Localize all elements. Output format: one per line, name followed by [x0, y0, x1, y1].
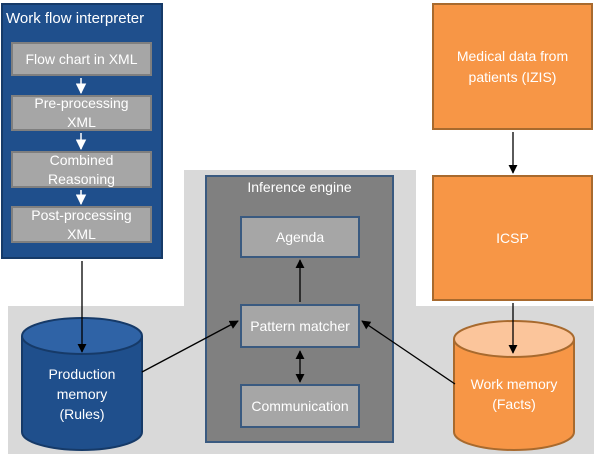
work-memory-label: Work memory (Facts)	[470, 376, 558, 412]
step-post-processing-xml: Post-processing XML	[11, 206, 152, 243]
production-memory-label: Production memory (Rules)	[48, 366, 116, 422]
step-combined-reasoning: Combined Reasoning	[11, 151, 152, 188]
step-flow-chart-xml: Flow chart in XML	[11, 42, 152, 76]
communication-box: Communication	[240, 384, 360, 428]
inference-engine-title: Inference engine	[247, 179, 352, 195]
step-pre-processing-xml: Pre-processing XML	[11, 95, 152, 131]
icsp-box: ICSP	[432, 175, 593, 301]
workflow-interpreter-title: Work flow interpreter	[6, 10, 145, 27]
arrow-work-memory-matcher	[361, 320, 456, 385]
pattern-matcher-box: Pattern matcher	[240, 304, 360, 348]
arrow-production-memory-matcher	[141, 320, 239, 373]
agenda-box: Agenda	[240, 216, 360, 258]
production-memory-cylinder	[21, 317, 143, 451]
medical-data-box: Medical data from patients (IZIS)	[432, 3, 593, 130]
work-memory-cylinder	[453, 320, 575, 451]
